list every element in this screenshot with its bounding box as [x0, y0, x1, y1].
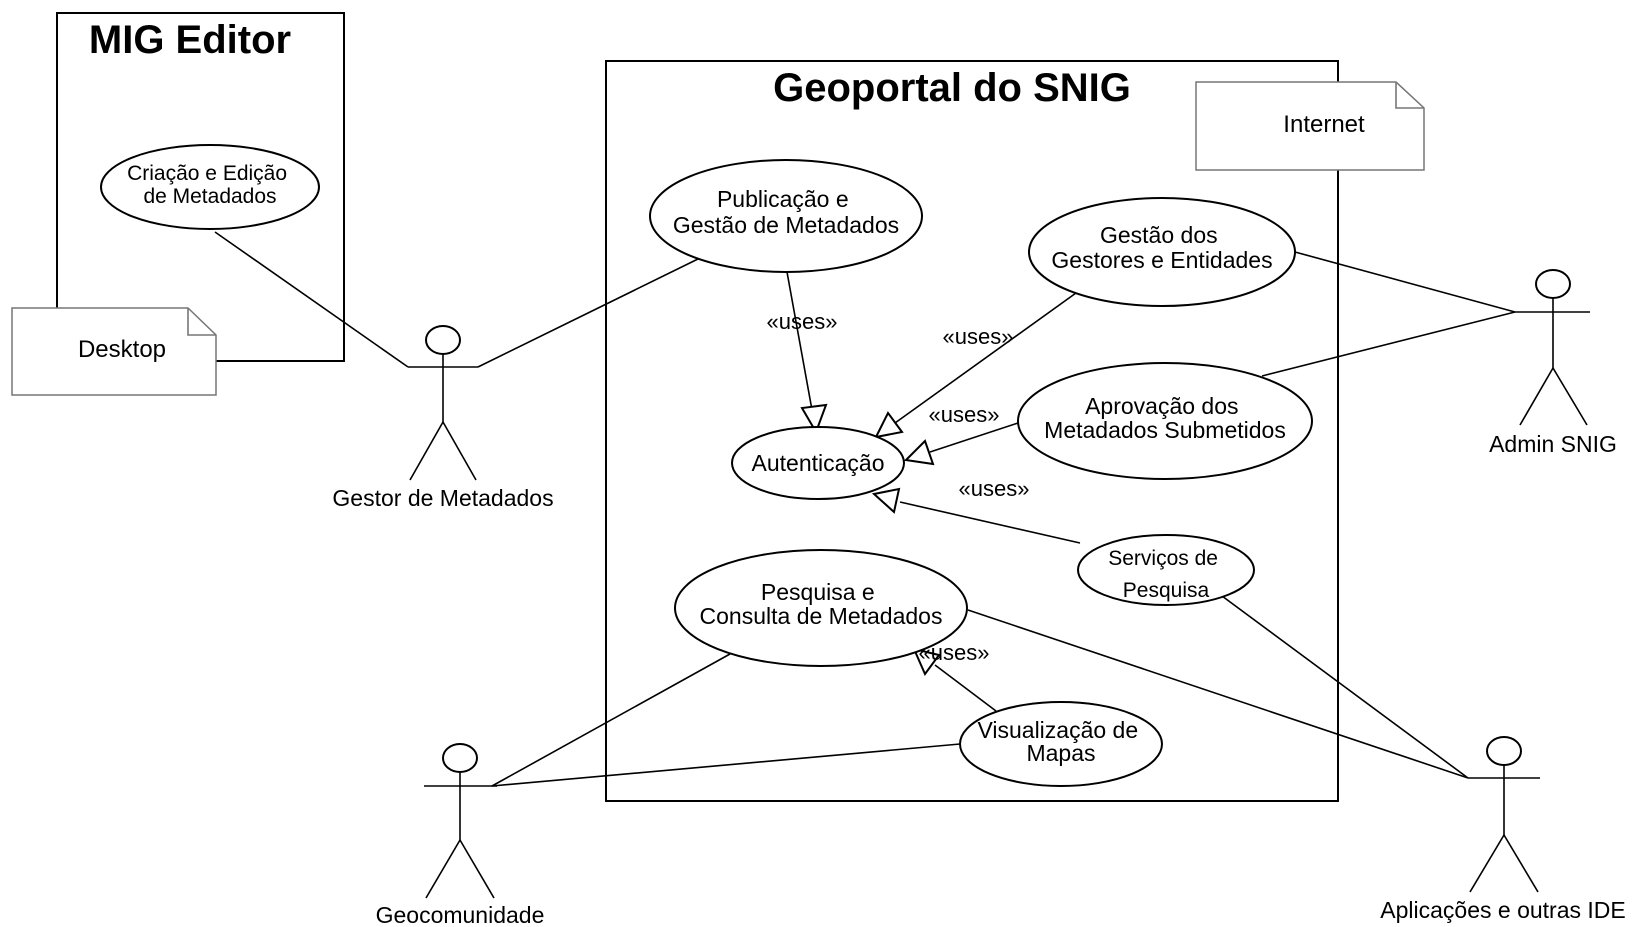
assoc-gestao-admin	[1294, 251, 1516, 313]
actor-aplicacoes-label: Aplicações e outras IDE	[1380, 897, 1625, 923]
uses-arrowhead-visualizacao	[912, 647, 941, 676]
use-case-criacao-line2: de Metadados	[143, 185, 276, 208]
use-case-criacao-line1: Criação e Edição	[127, 162, 287, 185]
actor-aplicacoes-e-outras-ide[interactable]: Aplicações e outras IDE	[1380, 736, 1626, 923]
use-case-servicos[interactable]: Serviços de Pesquisa	[1077, 534, 1255, 606]
geoportal-system: Geoportal do SNIG	[605, 60, 1339, 802]
use-case-autenticacao[interactable]: Autenticação	[731, 426, 905, 500]
mig-editor-title: MIG Editor	[89, 18, 291, 62]
svg-text:Serviços de Pesquisa: Serviços de Pesquisa	[1108, 547, 1224, 602]
actor-gestor-de-metadados[interactable]: Gestor de Metadados	[332, 325, 554, 511]
use-case-aprovacao-line2: Metadados Submetidos	[1044, 417, 1286, 443]
use-case-visualizacao-line1: Visualização de	[977, 717, 1138, 743]
svg-text:Visualização de Mapas: Visualização de Mapas	[977, 717, 1144, 766]
desktop-note-label: Desktop	[78, 336, 166, 363]
actor-geocomunidade-label: Geocomunidade	[376, 902, 545, 927]
actor-admin-snig[interactable]: Admin SNIG	[1489, 269, 1617, 457]
use-case-servicos-line2: Pesquisa	[1123, 579, 1210, 602]
uses-arrowhead-servicos	[871, 487, 901, 514]
use-case-autenticacao-label: Autenticação	[752, 450, 885, 476]
use-case-servicos-line1: Serviços de	[1108, 547, 1218, 570]
uses-label-aprovacao: «uses»	[929, 402, 1000, 427]
use-case-pesquisa-line2: Consulta de Metadados	[700, 603, 943, 629]
assoc-visualizacao-geocomunidade	[491, 743, 961, 787]
use-case-publicacao[interactable]: Publicação e Gestão de Metadados	[649, 159, 923, 273]
uses-line-publicacao	[786, 271, 813, 411]
actor-head	[1535, 269, 1571, 299]
svg-text:Gestão dos Gestores e En: Gestão dos Gestores e Entidades	[1051, 222, 1272, 273]
uses-labels: «uses» «uses» «uses» «uses» «uses»	[767, 309, 1030, 665]
uses-label-gestao: «uses»	[943, 324, 1014, 349]
actor-head	[442, 743, 478, 773]
uses-label-publicacao: «uses»	[767, 309, 838, 334]
svg-text:Pesquisa e Consulta de M: Pesquisa e Consulta de Metadados	[700, 579, 943, 629]
use-case-pesquisa[interactable]: Pesquisa e Consulta de Metadados	[674, 549, 968, 667]
uses-line-aprovacao	[929, 422, 1019, 453]
actor-gestor-label: Gestor de Metadados	[332, 485, 553, 511]
svg-text:Publicação e Gestão de M: Publicação e Gestão de Metadados	[673, 186, 899, 238]
uses-arrows	[786, 271, 1081, 712]
uses-line-servicos	[899, 501, 1081, 544]
use-case-visualizacao[interactable]: Visualização de Mapas	[959, 701, 1163, 787]
uses-arrowhead-publicacao	[800, 403, 828, 435]
assoc-servicos-aplicacoes	[1221, 595, 1469, 779]
assoc-pesquisa-aplicacoes	[967, 609, 1469, 779]
actor-head	[425, 325, 461, 355]
uses-arrowhead-gestao	[874, 411, 904, 439]
internet-note: Internet	[1195, 81, 1425, 171]
use-case-aprovacao[interactable]: Aprovação dos Metadados Submetidos	[1017, 362, 1313, 480]
use-case-visualizacao-line2: Mapas	[1026, 740, 1095, 766]
assoc-gestor-publicacao	[477, 257, 701, 368]
uses-arrowhead-aprovacao	[903, 439, 935, 466]
uses-label-visualizacao: «uses»	[919, 640, 990, 665]
geoportal-title: Geoportal do SNIG	[773, 66, 1131, 110]
associations	[214, 231, 1516, 787]
uses-line-visualizacao	[934, 664, 997, 712]
use-case-publicacao-line1: Publicação e	[717, 186, 849, 212]
use-case-gestao-line1: Gestão dos	[1100, 222, 1218, 248]
svg-text:Aprovação dos Metadados: Aprovação dos Metadados Submetidos	[1044, 393, 1286, 443]
use-case-aprovacao-line1: Aprovação dos	[1085, 393, 1238, 419]
assoc-criacao-gestor	[214, 231, 409, 368]
use-case-pesquisa-line1: Pesquisa e	[761, 579, 875, 605]
use-case-gestao-line2: Gestores e Entidades	[1051, 247, 1272, 273]
assoc-pesquisa-geocomunidade	[491, 653, 731, 787]
svg-text:Criação e Edição de Meta: Criação e Edição de Metadados	[127, 162, 293, 208]
internet-note-label: Internet	[1283, 111, 1365, 138]
uses-line-gestao	[894, 292, 1077, 424]
actor-geocomunidade[interactable]: Geocomunidade	[376, 743, 545, 927]
use-case-gestao-gestores[interactable]: Gestão dos Gestores e Entidades	[1028, 197, 1296, 307]
actor-admin-label: Admin SNIG	[1489, 431, 1617, 457]
uses-label-servicos: «uses»	[959, 476, 1030, 501]
use-case-criacao[interactable]: Criação e Edição de Metadados	[100, 144, 320, 230]
assoc-aprovacao-admin	[1261, 311, 1516, 377]
desktop-note: Desktop	[11, 307, 217, 396]
use-case-publicacao-line2: Gestão de Metadados	[673, 212, 899, 238]
actor-head	[1486, 736, 1522, 766]
